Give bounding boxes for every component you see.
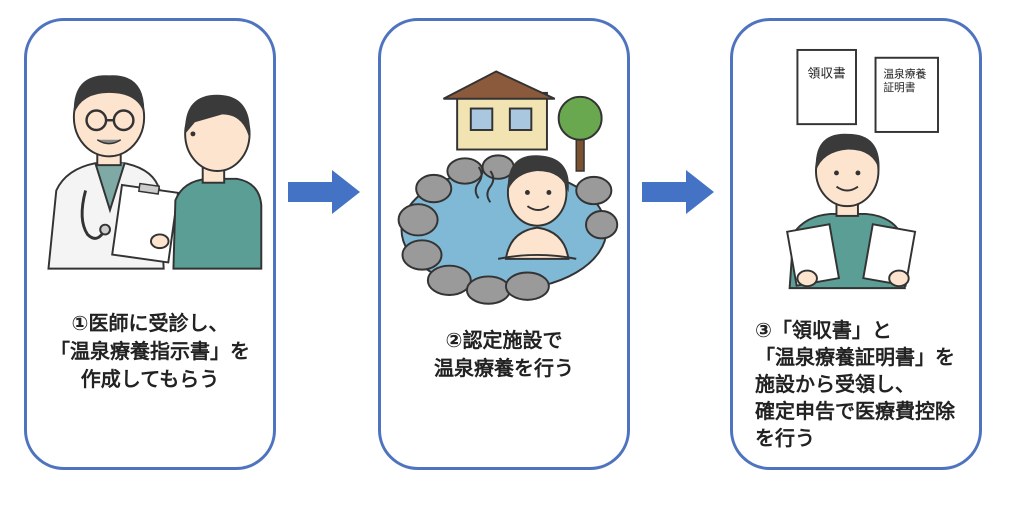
house-icon (443, 70, 556, 151)
certificate-document-label: 温泉療養 (883, 67, 926, 80)
step-card-hot-spring: ②認定施設で 温泉療養を行う (378, 18, 630, 470)
caption-line: 作成してもらう (80, 367, 220, 391)
hot-spring-illustration (397, 70, 619, 305)
caption-line: ③「領収書」と (755, 318, 892, 342)
documents-illustration: 領収書 温泉療養 証明書 (786, 48, 939, 290)
caption-line: 確定申告で医療費控除 (755, 399, 955, 423)
certificate-document-icon (874, 56, 939, 133)
caption-line: 「温泉療養証明書」を (755, 345, 955, 369)
step-2-caption: ②認定施設で 温泉療養を行う (389, 326, 619, 382)
step-3-caption: ③「領収書」と 「温泉療養証明書」を 施設から受領し、 確定申告で医療費控除 を… (755, 317, 971, 452)
doctor-consultation-illustration (47, 75, 263, 270)
receipt-document-label: 領収書 (808, 65, 846, 80)
caption-line: 温泉療養を行う (434, 356, 574, 380)
steam-icon (474, 166, 483, 199)
step-card-doctor: ①医師に受診し、 「温泉療養指示書」を 作成してもらう (24, 18, 276, 470)
patient-icon (172, 94, 263, 270)
caption-line: 施設から受領し、 (755, 372, 915, 396)
flow-arrow-1 (288, 170, 360, 214)
bathing-person-icon (497, 155, 577, 260)
caption-line: を行う (755, 426, 815, 450)
clipboard-icon (111, 182, 180, 264)
person-with-documents-icon (786, 133, 917, 290)
certificate-document-label: 証明書 (883, 81, 915, 94)
caption-line: ②認定施設で (445, 328, 563, 352)
tree-icon (557, 95, 603, 172)
caption-line: ①医師に受診し、 (71, 311, 229, 335)
step-card-documents: 領収書 温泉療養 証明書 ③「領収書」と 「温泉療養証明書」を 施設から受領し、… (730, 18, 982, 470)
step-1-caption: ①医師に受診し、 「温泉療養指示書」を 作成してもらう (35, 309, 265, 393)
receipt-document-icon (796, 48, 857, 126)
rocks-icon (397, 154, 619, 305)
flow-arrow-2 (642, 170, 714, 214)
caption-line: 「温泉療養指示書」を (50, 339, 250, 363)
